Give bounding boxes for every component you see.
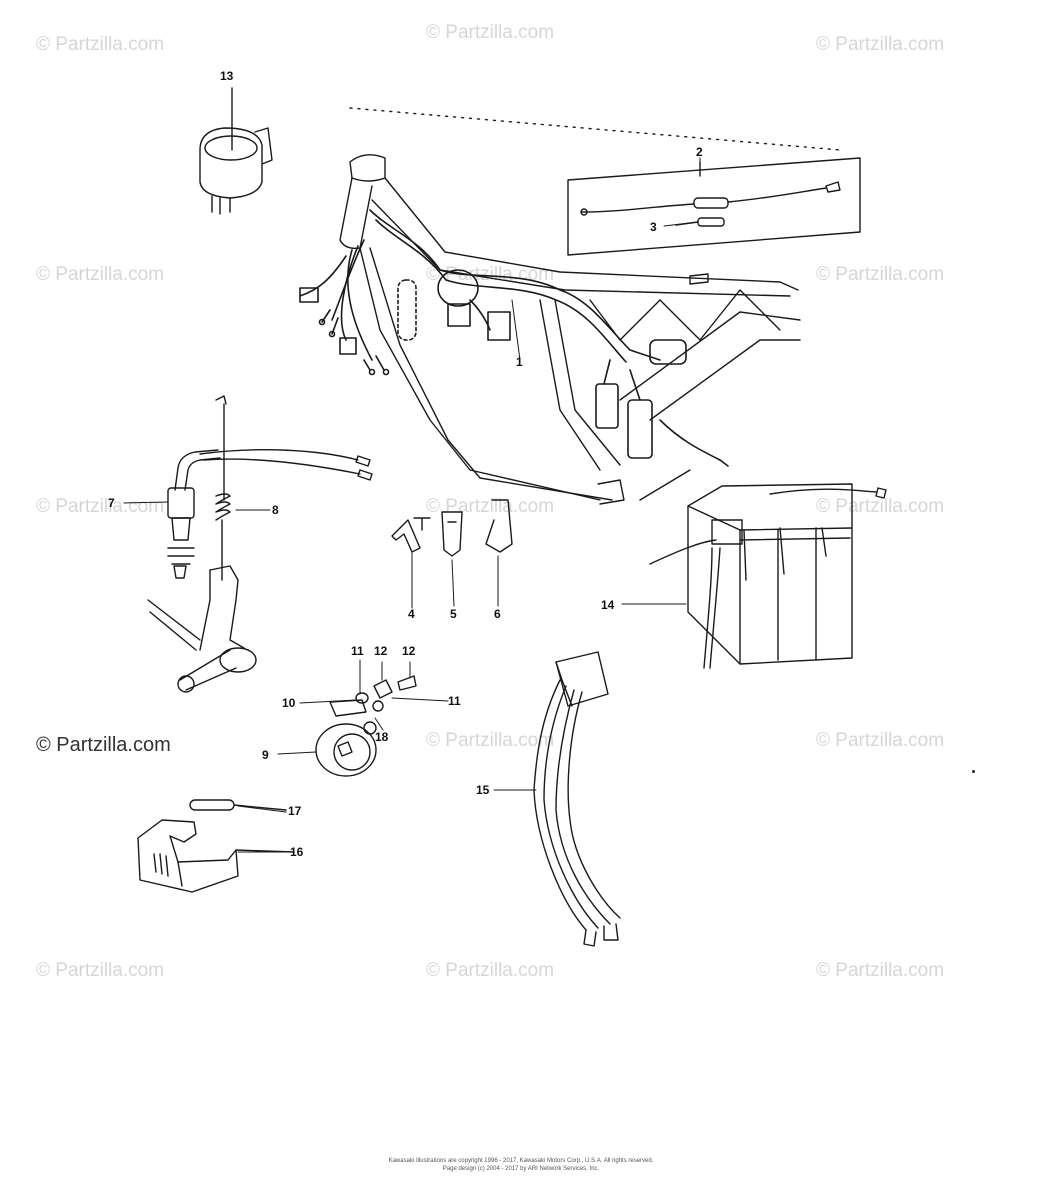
- watermark: © Partzilla.com: [36, 264, 165, 285]
- callout-18: 18: [375, 730, 389, 744]
- watermark: © Partzilla.com: [816, 264, 945, 285]
- watermark: © Partzilla.com: [816, 34, 945, 55]
- callout-17: 17: [288, 804, 302, 818]
- callout-10: 10: [282, 696, 296, 710]
- watermark: © Partzilla.com: [426, 960, 555, 981]
- flasher-relay-part-13: [199, 87, 273, 215]
- copyright-line-1: Kawasaki Illustrations are copyright 199…: [388, 1158, 654, 1164]
- watermark: © Partzilla.com: [816, 496, 945, 517]
- callout-14: 14: [601, 598, 615, 612]
- callout-9: 9: [262, 748, 269, 762]
- watermark: © Partzilla.com: [816, 960, 945, 981]
- wiring-harness-part-1: [299, 209, 729, 467]
- watermark: © Partzilla.com: [36, 496, 165, 517]
- watermark: © Partzilla.com: [816, 730, 945, 751]
- motorcycle-frame: [339, 154, 801, 505]
- copyright-line-2: Page design (c) 2004 - 2017 by ARI Netwo…: [442, 1166, 600, 1172]
- callout-11-right: 11: [448, 694, 461, 708]
- watermark: © Partzilla.com: [36, 34, 165, 55]
- callout-15: 15: [476, 783, 490, 797]
- callout-6: 6: [494, 607, 501, 621]
- stray-dot: [972, 770, 975, 773]
- leader-lines: [123, 157, 701, 853]
- callout-2: 2: [696, 145, 703, 159]
- callout-8: 8: [272, 503, 279, 517]
- fuse-holder-part-2-3: [567, 157, 861, 256]
- callout-1: 1: [516, 355, 523, 369]
- connector-harness-part-15: [533, 651, 621, 947]
- brake-light-switch-part-7-8: [147, 395, 373, 693]
- callout-12-right: 12: [402, 644, 416, 658]
- callout-7: 7: [108, 496, 115, 510]
- callout-12-left: 12: [374, 644, 388, 658]
- reference-dashed-line: [349, 107, 841, 151]
- battery-part-14: [649, 483, 887, 669]
- horn-part-9: [315, 675, 417, 777]
- watermark-dark: © Partzilla.com: [36, 734, 171, 756]
- watermark: © Partzilla.com: [36, 960, 165, 981]
- callout-4: 4: [408, 607, 415, 621]
- watermark: © Partzilla.com: [426, 22, 555, 43]
- callout-13: 13: [220, 69, 234, 83]
- watermark: © Partzilla.com: [426, 730, 555, 751]
- callout-3: 3: [650, 220, 657, 234]
- callout-11-top: 11: [351, 644, 364, 658]
- callout-5: 5: [450, 607, 457, 621]
- fuse-box-part-16-17: [137, 799, 295, 893]
- callout-16: 16: [290, 845, 304, 859]
- clamps-part-4-5-6: [391, 499, 513, 557]
